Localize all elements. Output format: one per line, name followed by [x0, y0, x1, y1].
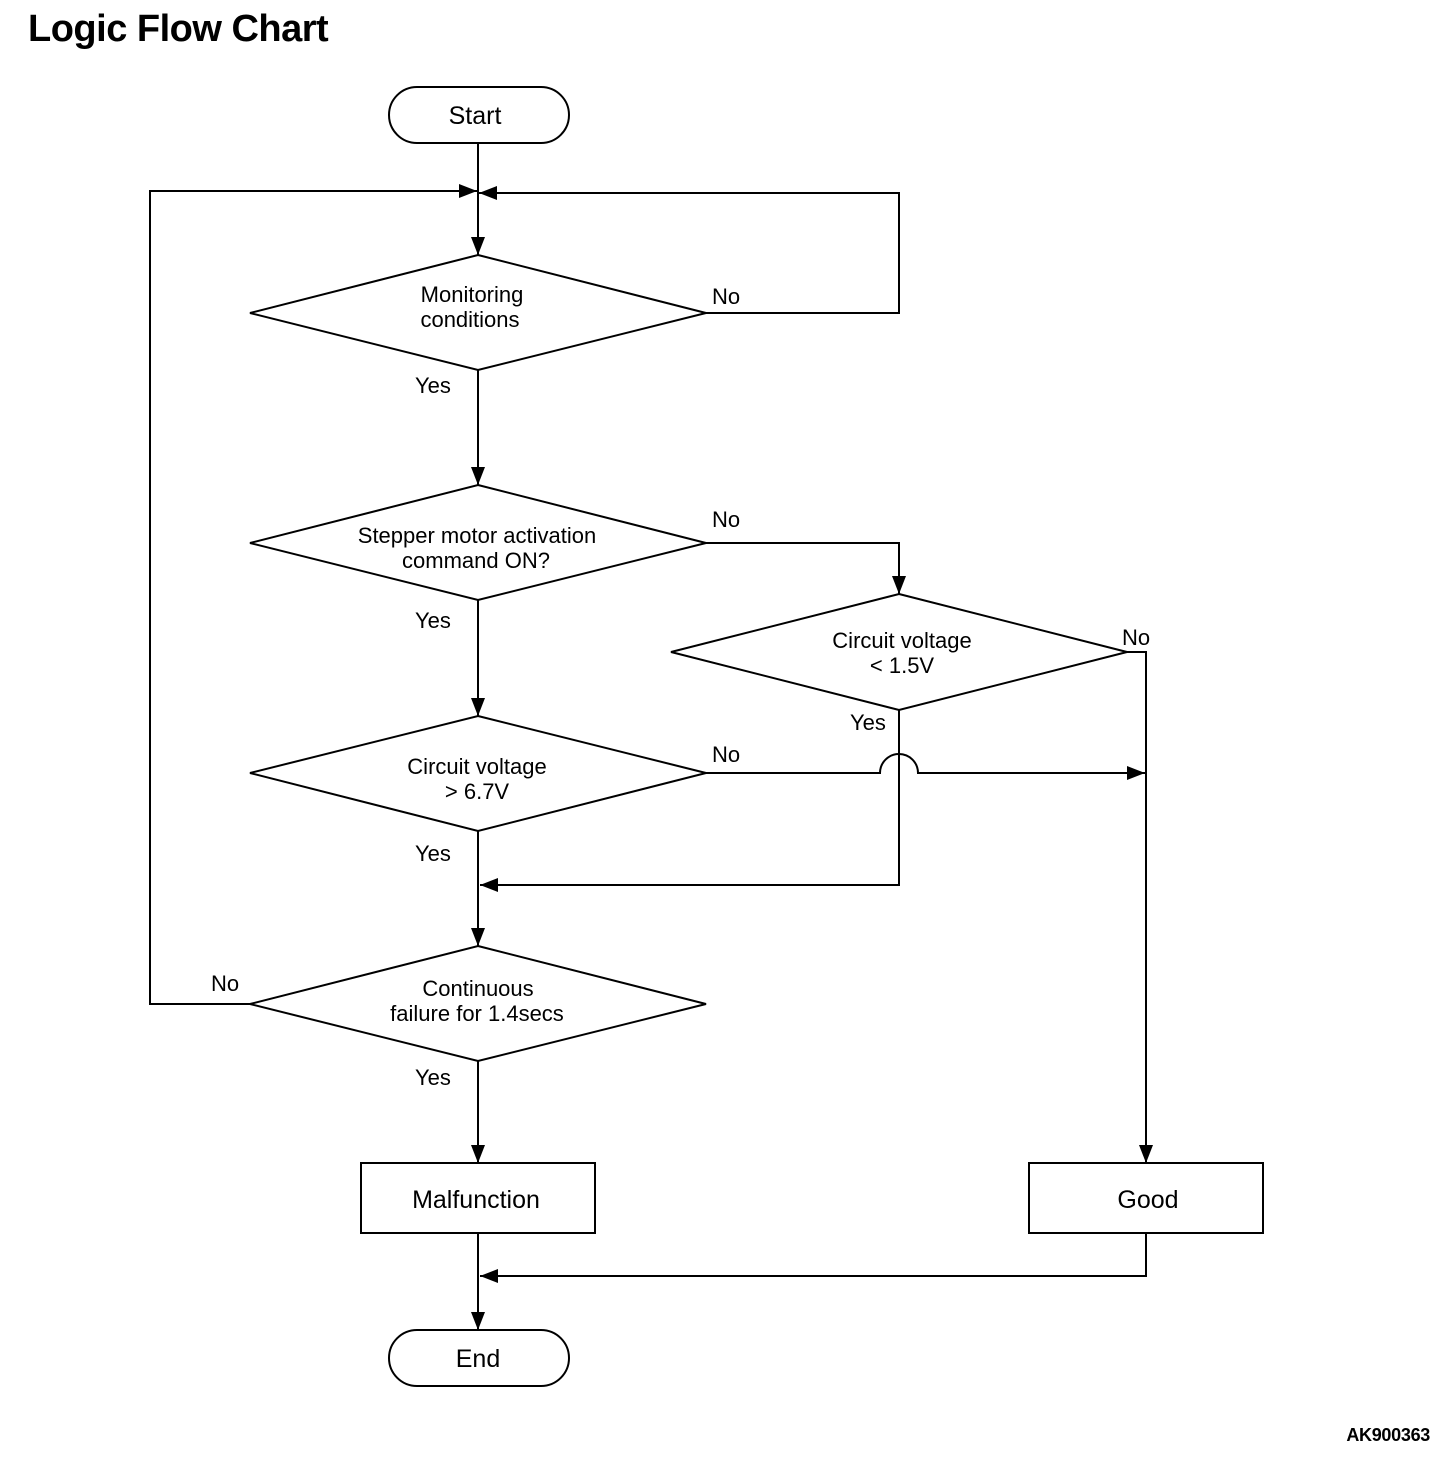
continuous-failure-decision: Continuous failure for 1.4secs — [249, 944, 707, 1063]
high-voltage-no-label: No — [712, 742, 740, 767]
page-title: Logic Flow Chart — [28, 8, 329, 50]
continuous-yes-label: Yes — [415, 1065, 451, 1090]
start-label: Start — [449, 102, 502, 130]
monitoring-no-label: No — [712, 284, 740, 309]
high-voltage-line1: Circuit voltage — [407, 754, 546, 779]
continuous-no-label: No — [211, 971, 239, 996]
low-voltage-line1: Circuit voltage — [832, 628, 971, 653]
low-voltage-decision: Circuit voltage < 1.5V — [670, 592, 1128, 712]
good-box: Good — [1028, 1162, 1264, 1234]
start-terminal: Start — [388, 86, 570, 144]
continuous-line1: Continuous — [422, 976, 533, 1001]
high-voltage-yes-label: Yes — [415, 841, 451, 866]
edge-low-voltage-yes — [480, 710, 900, 892]
edge-good-to-end — [480, 1233, 1147, 1283]
malfunction-label: Malfunction — [412, 1186, 540, 1214]
edge-stepper-no — [706, 542, 906, 594]
monitoring-conditions-decision: Monitoring conditions — [249, 253, 707, 372]
stepper-no-label: No — [712, 507, 740, 532]
low-voltage-yes-label: Yes — [850, 710, 886, 735]
monitoring-yes-label: Yes — [415, 373, 451, 398]
figure-id: AK900363 — [1346, 1425, 1430, 1445]
stepper-command-decision: Stepper motor activation command ON? — [249, 483, 707, 602]
edge-continuous-no-loop — [149, 184, 477, 1005]
good-label: Good — [1117, 1186, 1178, 1214]
high-voltage-line2: > 6.7V — [445, 779, 510, 804]
stepper-yes-label: Yes — [415, 608, 451, 633]
monitoring-line2: conditions — [420, 307, 519, 332]
end-terminal: End — [388, 1329, 570, 1387]
edge-low-voltage-no — [1127, 651, 1153, 1163]
stepper-line2: command ON? — [402, 548, 550, 573]
low-voltage-line2: < 1.5V — [870, 653, 935, 678]
stepper-line1: Stepper motor activation — [358, 523, 596, 548]
monitoring-line1: Monitoring — [421, 282, 524, 307]
end-label: End — [456, 1345, 500, 1373]
low-voltage-no-label: No — [1122, 625, 1150, 650]
edge-monitoring-no-loop — [479, 186, 900, 314]
continuous-line2: failure for 1.4secs — [390, 1001, 564, 1026]
high-voltage-decision: Circuit voltage > 6.7V — [249, 714, 707, 833]
malfunction-box: Malfunction — [360, 1162, 596, 1234]
edge-high-voltage-no — [706, 753, 1145, 780]
